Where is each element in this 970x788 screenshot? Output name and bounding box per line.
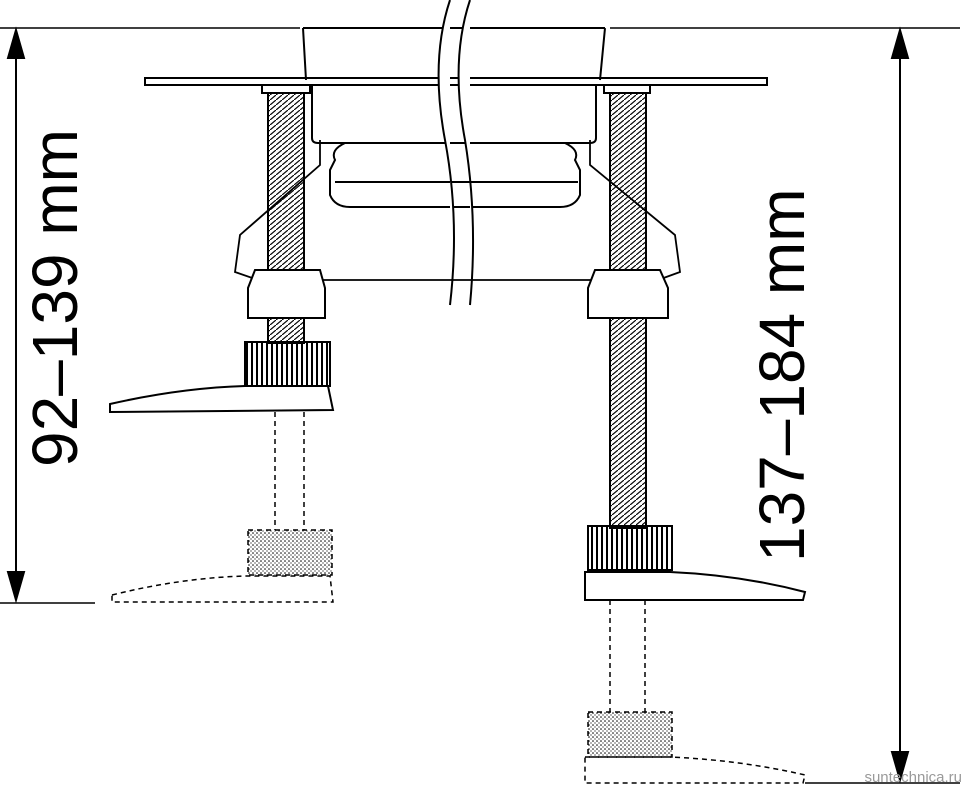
cable	[437, 0, 475, 306]
socket-housing	[144, 27, 768, 208]
left-dimension-line	[0, 26, 300, 604]
right-dimension-line	[610, 26, 960, 784]
right-clamp-screw	[584, 92, 807, 784]
watermark: suntechnica.ru	[864, 769, 962, 786]
left-clamp-screw	[109, 92, 335, 603]
left-dimension-label: 92–139 mm	[19, 129, 91, 467]
right-dimension-label: 137–184 mm	[746, 188, 818, 562]
bracket-wire	[234, 140, 681, 281]
